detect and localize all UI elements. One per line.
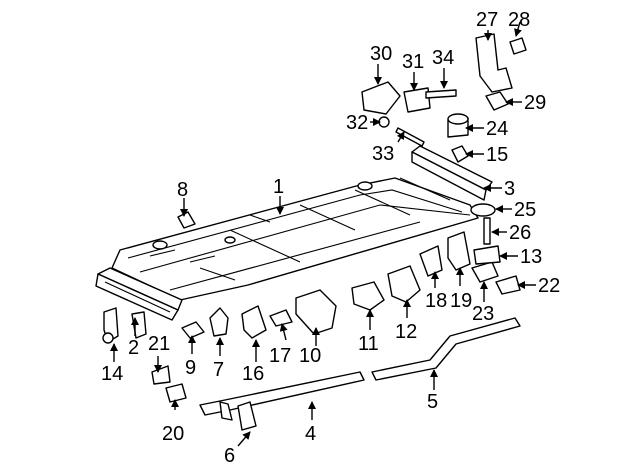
callout-15: 15 <box>486 144 508 166</box>
callout-3: 3 <box>504 178 515 200</box>
callout-9: 9 <box>185 357 196 379</box>
frame-rail-rear <box>371 317 521 381</box>
rear-crossmember <box>411 145 493 201</box>
callout-28: 28 <box>508 9 530 31</box>
mount-brackets <box>102 33 527 431</box>
callout-34: 34 <box>432 47 454 69</box>
callout-20: 20 <box>162 423 184 445</box>
front-crossmember <box>95 267 183 321</box>
callout-29: 29 <box>524 92 546 114</box>
callout-25: 25 <box>514 199 536 221</box>
callout-arrows <box>110 21 536 447</box>
callout-10: 10 <box>299 345 321 367</box>
callout-11: 11 <box>358 333 379 355</box>
callout-14: 14 <box>101 363 123 385</box>
callout-8: 8 <box>177 179 188 201</box>
callout-2: 2 <box>128 337 139 359</box>
callout-16: 16 <box>242 363 264 385</box>
callout-6: 6 <box>224 445 235 467</box>
callout-7: 7 <box>213 359 224 381</box>
main-frame <box>111 177 479 301</box>
callout-19: 19 <box>450 290 472 312</box>
callout-1: 1 <box>273 176 284 198</box>
callout-5: 5 <box>427 391 438 413</box>
callout-31: 31 <box>402 51 424 73</box>
callout-30: 30 <box>370 43 392 65</box>
callout-18: 18 <box>425 290 447 312</box>
callout-32: 32 <box>346 112 368 134</box>
callout-26: 26 <box>509 222 531 244</box>
callout-21: 21 <box>148 333 170 355</box>
callout-23: 23 <box>472 303 494 325</box>
callout-labels: 1 2 3 4 5 6 7 8 9 10 11 12 13 14 15 16 1… <box>101 9 560 467</box>
callout-24: 24 <box>486 118 508 140</box>
callout-27: 27 <box>476 9 498 31</box>
callout-17: 17 <box>269 345 291 367</box>
callout-22: 22 <box>538 275 560 297</box>
callout-13: 13 <box>520 246 542 268</box>
callout-12: 12 <box>395 321 417 343</box>
callout-4: 4 <box>305 423 316 445</box>
frame-rail-front <box>199 371 365 421</box>
callout-33: 33 <box>372 143 394 165</box>
